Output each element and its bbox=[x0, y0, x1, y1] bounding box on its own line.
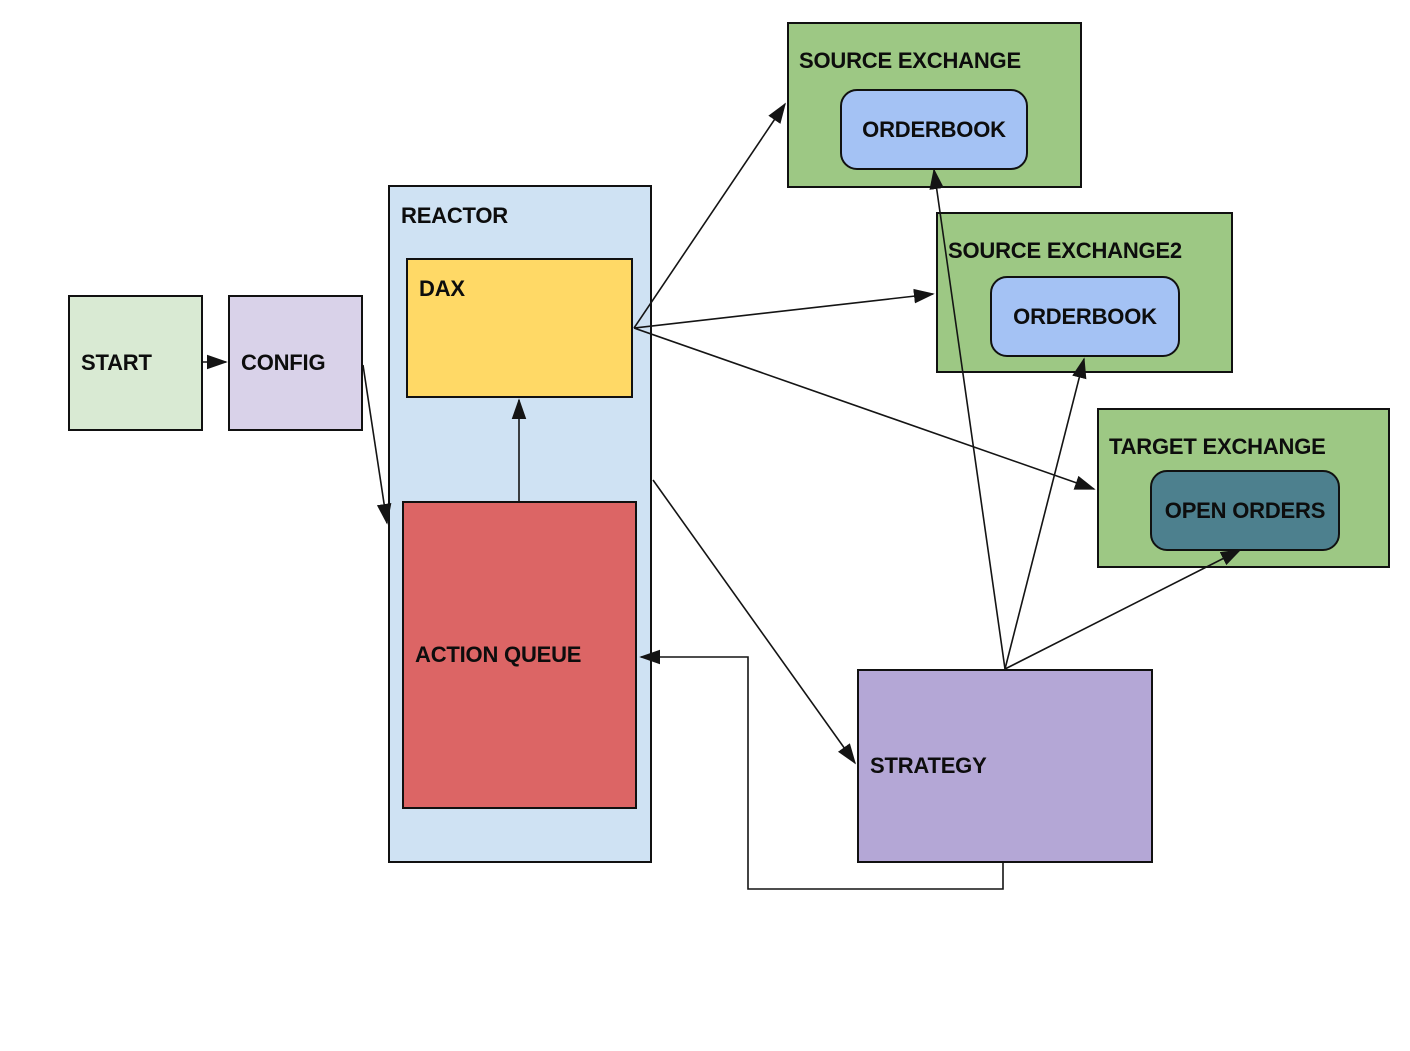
edge-reactor-to-strategy bbox=[652, 479, 857, 765]
node-config: CONFIG bbox=[228, 295, 363, 431]
node-target-exchange-label: TARGET EXCHANGE bbox=[1109, 434, 1326, 459]
node-start-label: START bbox=[81, 350, 152, 375]
node-source-exchange2-orderbook-label: ORDERBOOK bbox=[1013, 303, 1157, 329]
edge-dax-to-source-exchange2 bbox=[633, 288, 935, 329]
node-target-exchange-open-orders: OPEN ORDERS bbox=[1150, 470, 1340, 551]
node-config-label: CONFIG bbox=[241, 350, 326, 375]
node-source-exchange2-label: SOURCE EXCHANGE2 bbox=[948, 238, 1182, 263]
node-action-queue: ACTION QUEUE bbox=[402, 501, 637, 809]
node-start: START bbox=[68, 295, 203, 431]
node-action-queue-label: ACTION QUEUE bbox=[415, 642, 582, 667]
node-dax-label: DAX bbox=[419, 276, 465, 301]
edge-dax-to-source-exchange bbox=[633, 102, 786, 329]
node-reactor-label: REACTOR bbox=[401, 203, 508, 228]
node-source-exchange-orderbook-label: ORDERBOOK bbox=[862, 116, 1006, 142]
node-source-exchange2-orderbook: ORDERBOOK bbox=[990, 276, 1180, 357]
edge-strategy-to-source-exchange2-orderbook bbox=[1004, 357, 1087, 670]
edge-config-to-reactor bbox=[362, 364, 392, 525]
node-dax: DAX bbox=[406, 258, 633, 398]
node-source-exchange-label: SOURCE EXCHANGE bbox=[799, 48, 1021, 73]
node-target-exchange-open-orders-label: OPEN ORDERS bbox=[1164, 497, 1326, 523]
node-source-exchange-orderbook: ORDERBOOK bbox=[840, 89, 1028, 170]
node-strategy-label: STRATEGY bbox=[870, 753, 987, 778]
node-strategy: STRATEGY bbox=[857, 669, 1153, 863]
